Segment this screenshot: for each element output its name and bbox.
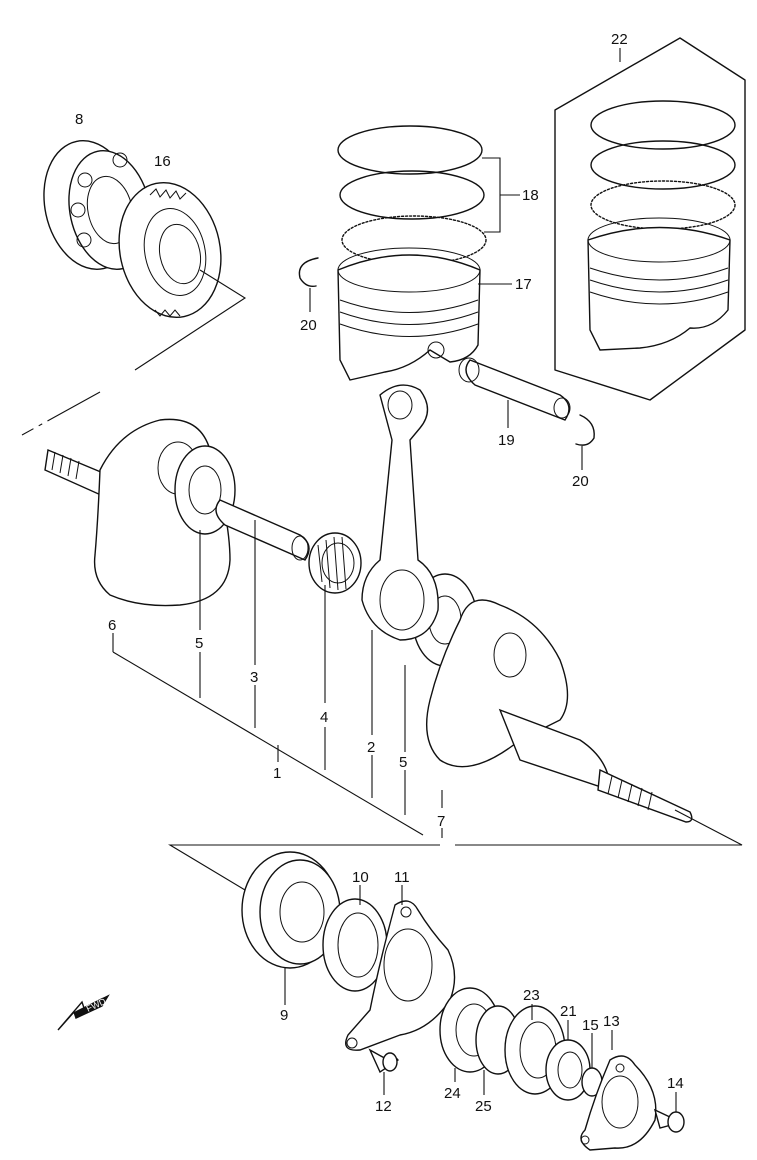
callout-14: 14: [667, 1075, 684, 1092]
connecting-rod-part-2: [361, 384, 439, 641]
circlip-part-20-right: [575, 414, 595, 446]
callout-5-left: 5: [195, 635, 203, 652]
callout-5-right: 5: [399, 754, 407, 771]
callout-16: 16: [154, 153, 171, 170]
collar-part-21: [545, 1039, 591, 1101]
crank-pin-part-3: [215, 499, 310, 561]
screw-part-14: [653, 1108, 685, 1133]
callout-3: 3: [250, 669, 258, 686]
callout-9: 9: [280, 1007, 288, 1024]
callout-25: 25: [475, 1098, 492, 1115]
piston-part-17: [337, 247, 481, 381]
cover-plate-part-13: [580, 1055, 657, 1151]
callout-11: 11: [394, 869, 410, 886]
forward-arrow-icon: FWD: [57, 994, 110, 1031]
oil-seal-part-9: [241, 851, 341, 969]
callout-22: 22: [611, 31, 628, 48]
callout-21: 21: [560, 1003, 577, 1020]
screw-part-12: [368, 1048, 400, 1074]
callout-20-left: 20: [300, 317, 317, 334]
crankshaft-right-part-7: [425, 599, 693, 823]
callout-8: 8: [75, 111, 83, 128]
callout-4: 4: [320, 709, 328, 726]
callout-19: 19: [498, 432, 515, 449]
gear-part-16: [118, 181, 222, 319]
callout-6: 6: [108, 617, 116, 634]
callout-7: 7: [437, 813, 445, 830]
piston-set-box-part-22: [554, 37, 746, 401]
retainer-plate-part-11: [345, 900, 456, 1051]
callout-1: 1: [273, 765, 281, 782]
callout-13: 13: [603, 1013, 620, 1030]
piston-rings-part-18: [337, 125, 487, 265]
circlip-part-20-left: [298, 257, 319, 288]
callout-2: 2: [367, 739, 375, 756]
piston-pin-part-19: [458, 357, 571, 421]
callout-12: 12: [375, 1098, 392, 1115]
callout-20-right: 20: [572, 473, 589, 490]
callout-24: 24: [444, 1085, 461, 1102]
callout-15: 15: [582, 1017, 599, 1034]
callout-18: 18: [522, 187, 539, 204]
needle-bearing-part-4: [308, 532, 362, 594]
callout-23: 23: [523, 987, 540, 1004]
callout-10: 10: [352, 869, 369, 886]
callout-17: 17: [515, 276, 532, 293]
